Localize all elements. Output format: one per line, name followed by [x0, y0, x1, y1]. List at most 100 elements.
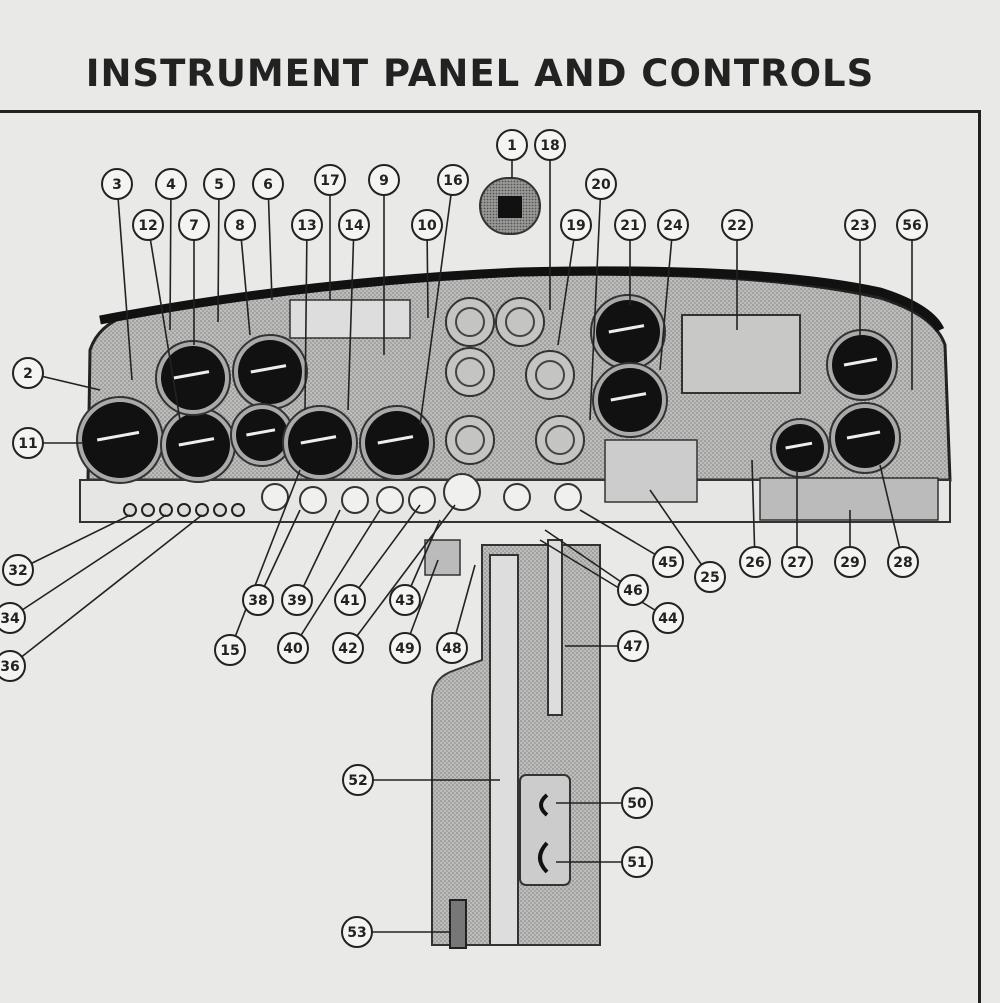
callout-number: 44 — [658, 611, 678, 627]
callout-48: 48 — [436, 632, 468, 664]
callout-number: 26 — [745, 555, 764, 571]
callout-56: 56 — [896, 209, 928, 241]
callout-23: 23 — [844, 209, 876, 241]
callout-number: 48 — [442, 641, 461, 657]
callout-42: 42 — [332, 632, 364, 664]
callout-39: 39 — [281, 584, 313, 616]
control-pedestal — [431, 539, 601, 949]
callout-number: 47 — [623, 639, 642, 655]
callout-50: 50 — [621, 787, 653, 819]
callout-number: 42 — [338, 641, 357, 657]
callout-number: 8 — [235, 218, 245, 234]
callout-number: 6 — [263, 177, 273, 193]
callout-number: 56 — [902, 218, 921, 234]
leader-line-15 — [229, 469, 301, 651]
callout-52: 52 — [342, 764, 374, 796]
callout-number: 43 — [395, 593, 414, 609]
panel-knob — [554, 483, 582, 511]
engine-gauge — [495, 297, 545, 347]
instrument-dial — [155, 340, 231, 416]
leader-line-46 — [544, 529, 634, 591]
callout-number: 13 — [297, 218, 316, 234]
callout-47: 47 — [617, 630, 649, 662]
leader-line-28 — [879, 464, 904, 563]
callout-number: 38 — [248, 593, 267, 609]
leader-line-40 — [292, 509, 381, 649]
callout-number: 14 — [344, 218, 364, 234]
callout-number: 20 — [591, 177, 611, 193]
callout-number: 18 — [540, 138, 559, 154]
callout-17: 17 — [314, 164, 346, 196]
callout-number: 15 — [220, 643, 239, 659]
callout-43: 43 — [389, 584, 421, 616]
callout-number: 45 — [658, 555, 677, 571]
leader-line-24 — [659, 224, 674, 371]
engine-gauge — [535, 415, 585, 465]
callout-25: 25 — [694, 561, 726, 593]
leader-line-36 — [9, 514, 203, 667]
callout-13: 13 — [291, 209, 323, 241]
callout-2: 2 — [12, 357, 44, 389]
leader-lines — [9, 145, 913, 933]
callout-number: 40 — [283, 641, 303, 657]
callout-11: 11 — [12, 427, 44, 459]
instrument-dial — [76, 396, 164, 484]
leader-line-16 — [419, 179, 454, 426]
callout-10: 10 — [411, 209, 443, 241]
callout-16: 16 — [437, 164, 469, 196]
leader-line-3 — [116, 183, 133, 381]
callout-number: 1 — [507, 138, 517, 154]
callout-number: 12 — [138, 218, 157, 234]
callout-6: 6 — [252, 168, 284, 200]
instrument-dial — [826, 329, 898, 401]
leader-line-45 — [579, 509, 669, 563]
callout-36: 36 — [0, 650, 26, 682]
panel-knob — [408, 486, 436, 514]
callout-number: 32 — [8, 563, 27, 579]
diagram-frame — [0, 110, 981, 1003]
callout-15: 15 — [214, 634, 246, 666]
callout-7: 7 — [178, 209, 210, 241]
callout-49: 49 — [389, 632, 421, 664]
leader-line-25 — [649, 489, 711, 578]
callout-number: 2 — [23, 366, 33, 382]
leader-line-6 — [267, 183, 273, 301]
callout-number: 3 — [112, 177, 122, 193]
callout-number: 5 — [214, 177, 224, 193]
callout-number: 46 — [623, 583, 642, 599]
toggle-switch — [123, 503, 137, 517]
callout-number: 29 — [840, 555, 859, 571]
toggle-switch — [177, 503, 191, 517]
leader-line-20 — [589, 183, 602, 421]
callout-24: 24 — [657, 209, 689, 241]
callout-number: 21 — [620, 218, 639, 234]
leader-line-8 — [239, 224, 251, 336]
callout-38: 38 — [242, 584, 274, 616]
panel-knob — [261, 483, 289, 511]
toggle-switch — [195, 503, 209, 517]
leader-line-13 — [304, 224, 308, 411]
leader-line-34 — [9, 514, 167, 619]
callout-53: 53 — [341, 916, 373, 948]
callout-number: 11 — [18, 436, 37, 452]
engine-gauge — [525, 350, 575, 400]
callout-14: 14 — [338, 209, 370, 241]
toggle-switch — [159, 503, 173, 517]
instrument-dial — [770, 418, 830, 478]
instrument-dial — [230, 403, 294, 467]
callout-40: 40 — [277, 632, 309, 664]
callout-number: 53 — [347, 925, 366, 941]
callout-number: 4 — [166, 177, 176, 193]
leader-line-12 — [147, 224, 181, 421]
callout-number: 50 — [627, 796, 647, 812]
callout-number: 52 — [348, 773, 367, 789]
callout-number: 19 — [566, 218, 585, 234]
engine-gauge — [445, 347, 495, 397]
callout-41: 41 — [334, 584, 366, 616]
callout-number: 28 — [893, 555, 912, 571]
panel-knob — [376, 486, 404, 514]
instrument-dial — [359, 405, 435, 481]
callout-20: 20 — [585, 168, 617, 200]
instrument-dial — [590, 294, 666, 370]
toggle-switch — [213, 503, 227, 517]
